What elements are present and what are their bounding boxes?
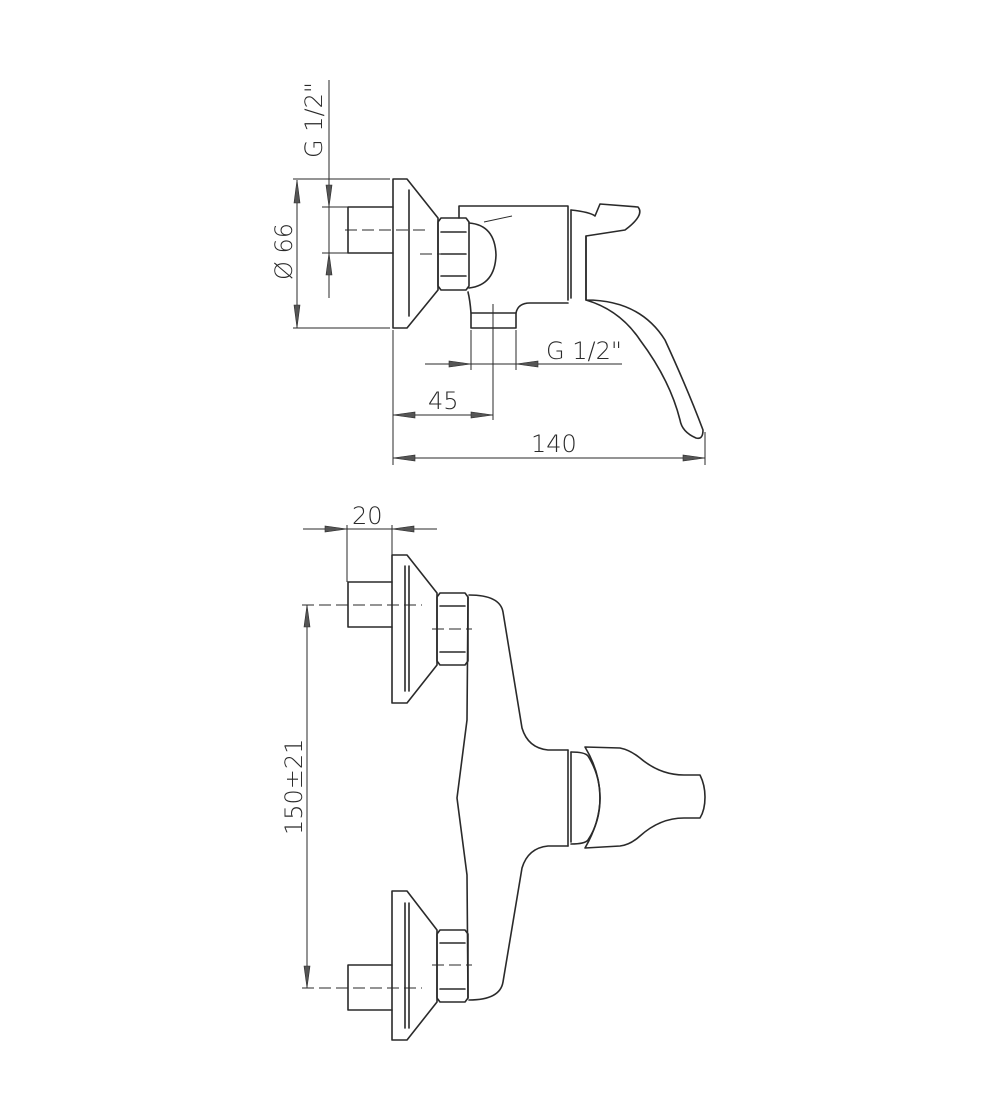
lower-flange bbox=[391, 890, 438, 1041]
outlet-thread-label: G 1/2" bbox=[546, 337, 622, 365]
upper-flange bbox=[391, 554, 438, 704]
arrow bbox=[392, 411, 416, 419]
arrow bbox=[303, 604, 311, 628]
outlet-stub bbox=[470, 312, 517, 329]
arrow bbox=[391, 525, 415, 533]
lower-hex-nut bbox=[436, 929, 469, 1003]
center-distance-label: 150±21 bbox=[280, 739, 308, 835]
body-lower bbox=[467, 291, 472, 314]
diameter-label: Ø 66 bbox=[270, 223, 298, 280]
inlet-thread-label: G 1/2" bbox=[300, 82, 328, 158]
offset-label: 45 bbox=[428, 387, 459, 415]
arrow bbox=[470, 411, 494, 419]
depth-label: 140 bbox=[531, 430, 577, 458]
body-left-edge bbox=[456, 596, 469, 999]
lever-handle-front bbox=[584, 746, 706, 849]
arrow bbox=[448, 360, 472, 368]
arrow bbox=[515, 360, 539, 368]
body-right-lower bbox=[468, 845, 569, 1001]
body-right-upper bbox=[468, 594, 569, 751]
hex-nut bbox=[437, 217, 470, 291]
arrow bbox=[682, 454, 706, 462]
lever-handle bbox=[570, 203, 704, 440]
arrow bbox=[324, 525, 348, 533]
detail-line bbox=[483, 215, 513, 223]
arrow bbox=[293, 179, 301, 204]
side-view: G 1/2" Ø 66 bbox=[270, 80, 706, 465]
arrow bbox=[325, 252, 333, 276]
body-dome bbox=[468, 222, 497, 289]
cartridge-cap bbox=[570, 751, 601, 845]
wall-flange bbox=[392, 178, 439, 329]
arrow bbox=[392, 454, 416, 462]
arrow bbox=[293, 304, 301, 329]
stub-length-label: 20 bbox=[352, 502, 383, 530]
body-top bbox=[458, 205, 569, 301]
arrow bbox=[303, 965, 311, 989]
upper-hex-nut bbox=[436, 592, 469, 666]
front-view: 20 150±21 bbox=[280, 502, 706, 1041]
body-lower bbox=[515, 302, 569, 314]
arrow bbox=[325, 184, 333, 208]
